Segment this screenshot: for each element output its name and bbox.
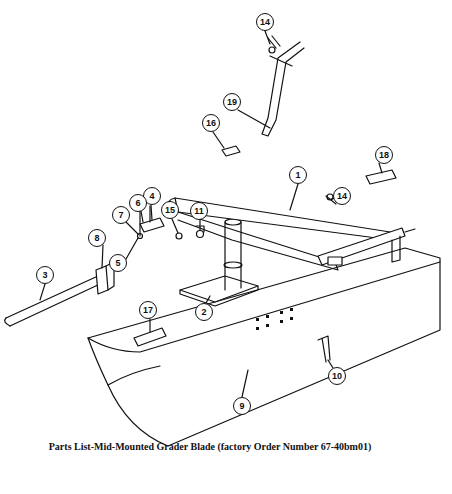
callout-circle: 7 (112, 206, 130, 224)
callout-circle: 2 (195, 303, 213, 321)
callout-circle: 3 (36, 266, 54, 284)
callout-circle: 6 (129, 194, 147, 212)
callout-number: 15 (165, 206, 175, 215)
callout-circle: 11 (190, 202, 208, 220)
callout-circle: 15 (161, 201, 179, 219)
callout-circle: 14 (333, 187, 351, 205)
callout-circle: 14 (256, 13, 274, 31)
callout-circle: 1 (289, 166, 307, 184)
callout-circle: 19 (223, 93, 241, 111)
callout-number: 2 (201, 308, 206, 317)
callout-circle: 10 (328, 367, 346, 385)
callout-number: 14 (337, 192, 347, 201)
callout-number: 5 (115, 259, 120, 268)
callout-number: 7 (118, 211, 123, 220)
callout-circle: 17 (139, 301, 157, 319)
callout-number: 6 (135, 199, 140, 208)
caption: Parts List-Mid-Mounted Grader Blade (fac… (49, 441, 371, 452)
callout-circle: 18 (375, 146, 393, 164)
callout-number: 17 (143, 306, 153, 315)
callout-number: 1 (295, 171, 300, 180)
callout-number: 16 (206, 119, 216, 128)
callout-number: 10 (332, 372, 342, 381)
callout-number: 8 (94, 234, 99, 243)
callout-number: 3 (42, 271, 47, 280)
callout-number: 18 (379, 151, 389, 160)
callout-circle: 9 (233, 397, 251, 415)
callout-number: 9 (239, 402, 244, 411)
callout-number: 11 (194, 207, 204, 216)
callout-number: 4 (149, 192, 154, 201)
callout-circle: 8 (88, 229, 106, 247)
callout-circle: 5 (109, 254, 127, 272)
callout-number: 14 (260, 18, 270, 27)
callout-circle: 16 (202, 114, 220, 132)
callout-number: 19 (227, 98, 237, 107)
